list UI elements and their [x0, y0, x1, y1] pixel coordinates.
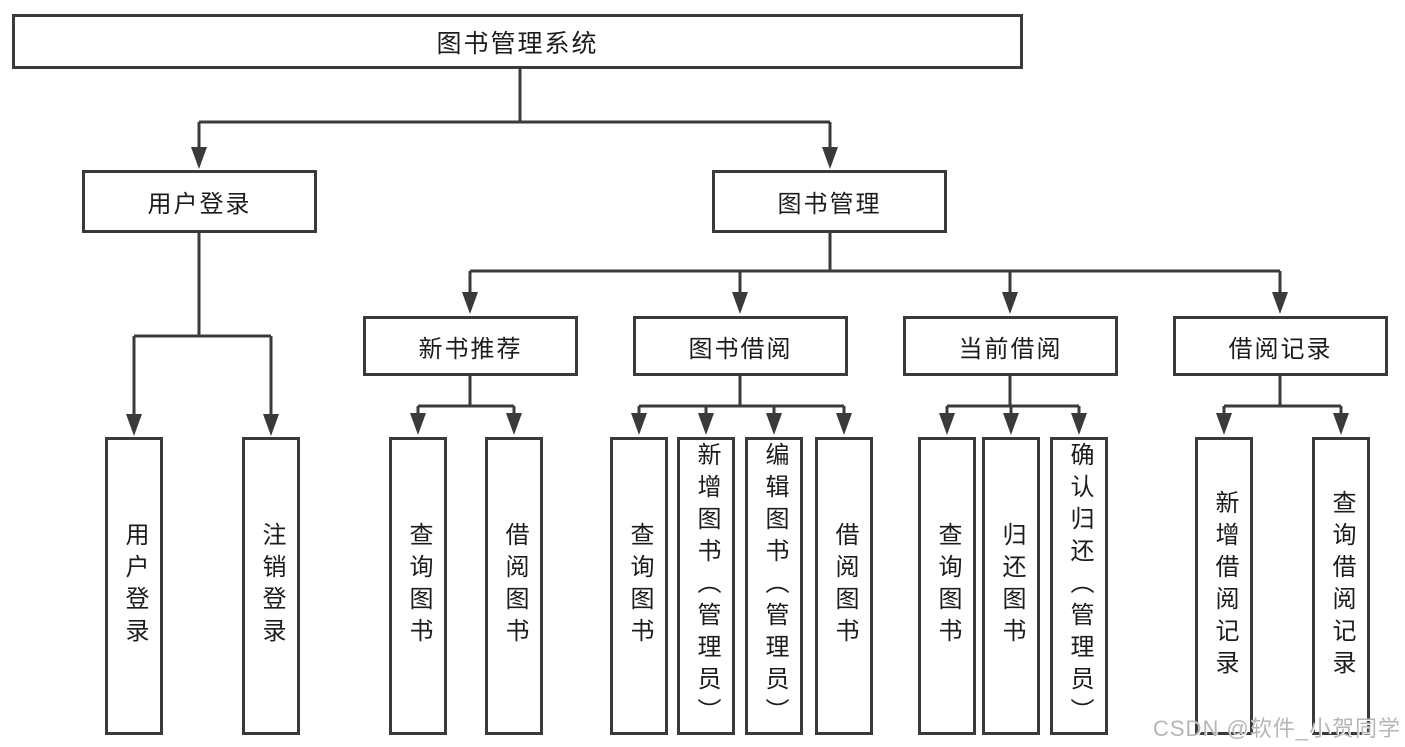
node-book-management: 图书管理 [712, 170, 947, 233]
node-leaf-confirm-return-admin: 确认归还（管理员） [1050, 437, 1108, 735]
node-new-book-recommend: 新书推荐 [363, 316, 578, 376]
node-leaf-query-books-current: 查询图书 [918, 437, 976, 735]
node-book-borrow: 图书借阅 [633, 316, 848, 376]
node-leaf-return-book: 归还图书 [982, 437, 1040, 735]
node-label: 注销登录 [258, 522, 285, 650]
node-borrow-records: 借阅记录 [1173, 316, 1388, 376]
node-current-borrow: 当前借阅 [903, 316, 1118, 376]
node-label: 查询图书 [626, 522, 653, 650]
node-leaf-borrow-books-recommend: 借阅图书 [485, 437, 543, 735]
node-leaf-edit-book-admin: 编辑图书（管理员） [745, 437, 803, 735]
node-leaf-query-borrow-record: 查询借阅记录 [1312, 437, 1370, 735]
node-label: 用户登录 [121, 522, 148, 650]
node-label: 确认归还（管理员） [1066, 442, 1093, 730]
node-leaf-logout: 注销登录 [242, 437, 300, 735]
node-leaf-query-books-borrow: 查询图书 [610, 437, 668, 735]
node-label: 编辑图书（管理员） [761, 442, 788, 730]
node-root: 图书管理系统 [12, 14, 1023, 69]
node-label: 归还图书 [998, 522, 1025, 650]
node-label: 查询图书 [934, 522, 961, 650]
node-label: 查询图书 [405, 522, 432, 650]
node-label: 图书管理 [777, 191, 882, 218]
node-label: 用户登录 [147, 191, 252, 218]
node-leaf-add-borrow-record: 新增借阅记录 [1195, 437, 1253, 735]
node-leaf-user-login: 用户登录 [105, 437, 163, 735]
node-leaf-query-books-recommend: 查询图书 [389, 437, 447, 735]
node-label: 借阅图书 [501, 522, 528, 650]
node-label: 图书借阅 [688, 335, 793, 363]
node-label: 新增图书（管理员） [693, 442, 720, 730]
node-leaf-borrow-books: 借阅图书 [815, 437, 873, 735]
node-label: 图书管理系统 [436, 29, 599, 58]
node-label: 查询借阅记录 [1328, 490, 1355, 682]
node-label: 当前借阅 [958, 335, 1063, 363]
node-label: 新书推荐 [418, 335, 523, 363]
node-label: 借阅记录 [1228, 335, 1333, 363]
watermark: CSDN @软件_小贺同学 [1153, 716, 1402, 741]
node-label: 新增借阅记录 [1211, 490, 1238, 682]
node-user-login: 用户登录 [82, 170, 317, 233]
node-leaf-add-book-admin: 新增图书（管理员） [677, 437, 735, 735]
node-label: 借阅图书 [831, 522, 858, 650]
